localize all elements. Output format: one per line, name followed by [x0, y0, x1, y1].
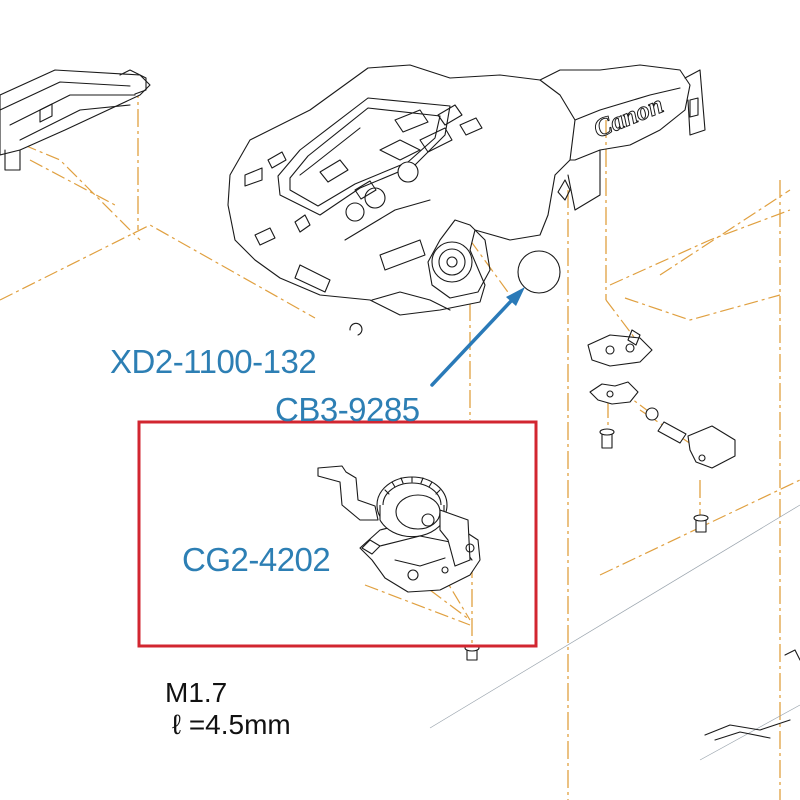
- perspective-lines: [429, 504, 800, 761]
- screw-length-label: ℓ =4.5mm: [172, 709, 291, 740]
- right-side-parts: [587, 329, 736, 533]
- top-left-frame-part: [0, 69, 151, 171]
- ball-pointer-arrow: [430, 287, 525, 387]
- part-label-ball: CB3-9285: [275, 391, 420, 428]
- bottom-right-partial-parts: [704, 649, 800, 741]
- ball-part: [517, 250, 561, 294]
- part-label-button-cover: XD2-1100-132: [110, 343, 316, 380]
- part-label-dial-unit: CG2-4202: [182, 541, 330, 578]
- top-cover-part: Canon: [227, 64, 706, 336]
- screw-size-label: M1.7: [165, 677, 227, 708]
- brand-mark: Canon: [589, 90, 667, 144]
- dial-unit-part: [317, 465, 481, 661]
- highlight-box: [137, 420, 538, 648]
